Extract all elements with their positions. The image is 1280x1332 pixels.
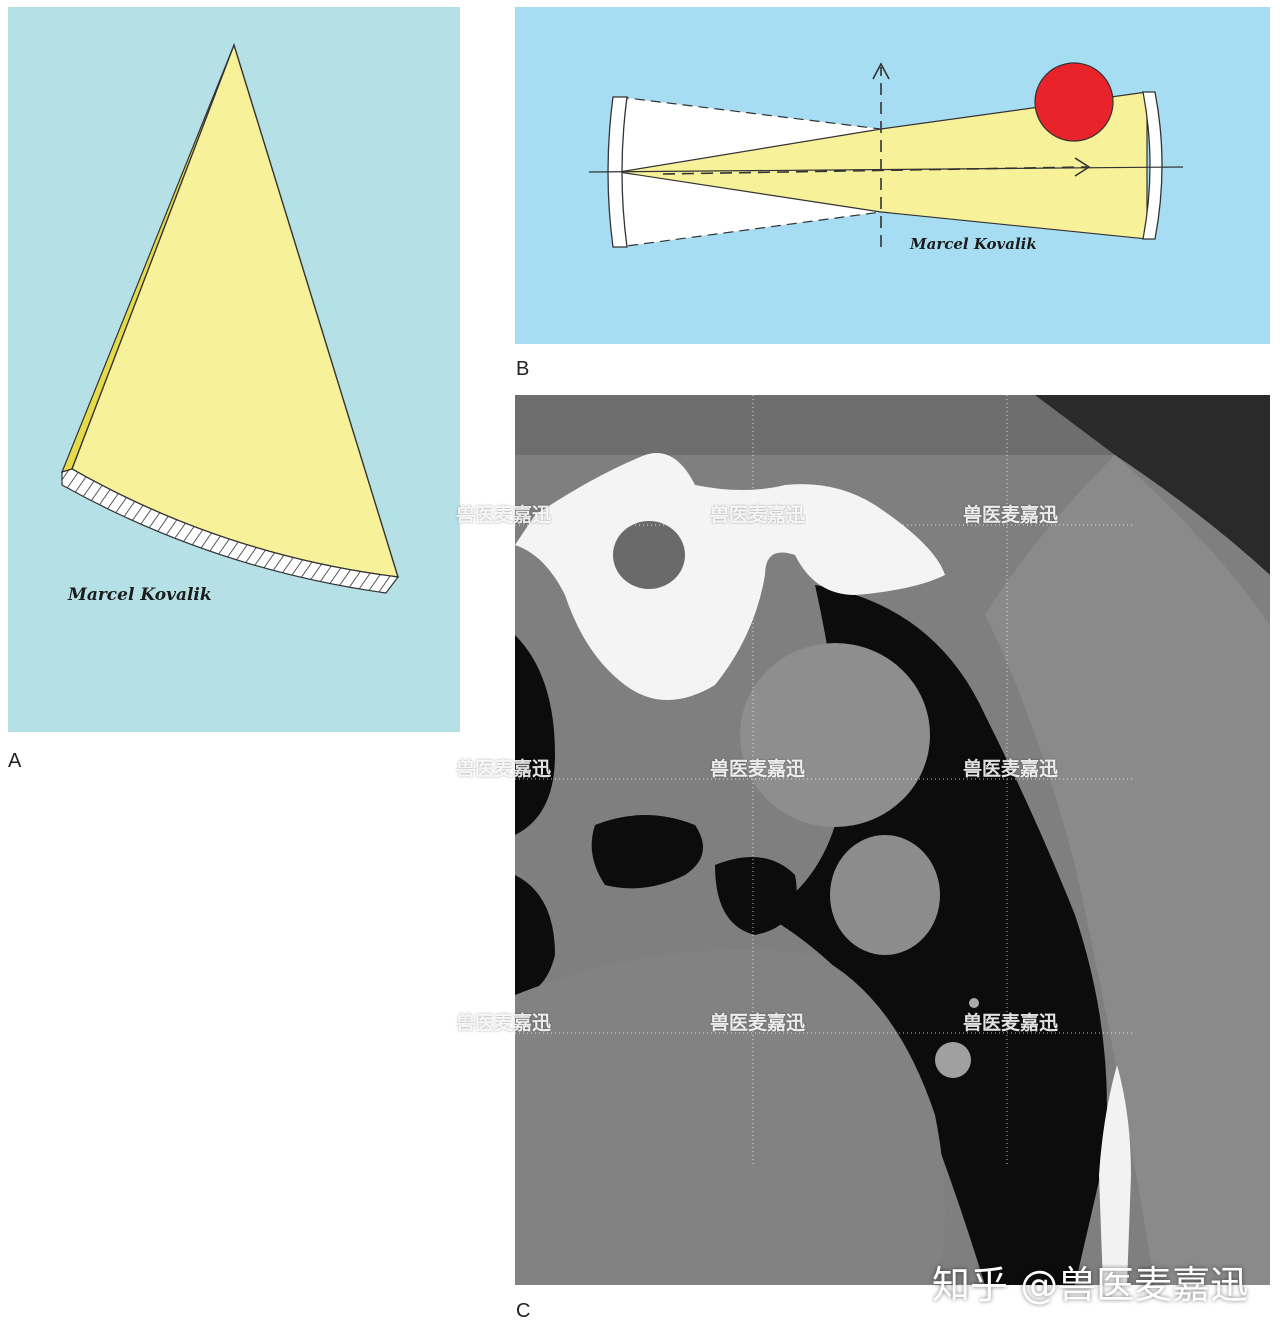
ct-small-vessel-2 bbox=[969, 998, 979, 1008]
focused-beam bbox=[618, 91, 1148, 240]
watermark-text: 兽医麦嘉迅 bbox=[710, 758, 806, 780]
panel-label-c: C bbox=[516, 1300, 531, 1322]
watermark-text: 兽医麦嘉迅 bbox=[963, 1012, 1059, 1034]
watermark-text: 兽医麦嘉迅 bbox=[963, 504, 1059, 526]
dashed-arrow-horizontal bbox=[662, 166, 1088, 175]
slice-thickness-drawing bbox=[588, 62, 1184, 248]
ct-round-structure bbox=[740, 643, 930, 827]
ct-dark-pocket-4 bbox=[715, 857, 797, 935]
ct-oval-structure bbox=[830, 835, 940, 955]
ct-dark-pocket-3 bbox=[515, 875, 555, 995]
ct-bone-foramen bbox=[613, 521, 685, 589]
arrowhead-up-icon bbox=[872, 62, 890, 80]
watermark-text: 兽医麦嘉迅 bbox=[456, 1012, 552, 1034]
ct-tissue-right bbox=[985, 455, 1270, 1285]
ct-image-drawing bbox=[515, 395, 1270, 1285]
arrowhead-right-icon bbox=[1074, 157, 1091, 177]
watermark-text: 兽医麦嘉迅 bbox=[963, 758, 1059, 780]
panel-label-a: A bbox=[8, 750, 22, 772]
panel-a-beam-sector-diagram: Marcel Kovalik bbox=[8, 7, 460, 732]
transducer-right bbox=[1142, 91, 1163, 240]
watermark-grid-lines bbox=[515, 395, 1135, 1165]
signature-panel-b: Marcel Kovalik bbox=[910, 235, 1037, 253]
ct-small-vessel-1 bbox=[935, 1042, 971, 1078]
panel-c-ct-image bbox=[515, 395, 1270, 1285]
ct-dark-strip-right bbox=[1035, 395, 1270, 575]
watermark-text: 兽医麦嘉迅 bbox=[710, 504, 806, 526]
panel-b-slice-thickness-diagram: Marcel Kovalik bbox=[515, 7, 1270, 344]
ct-bright-streak bbox=[1099, 1065, 1131, 1285]
ct-dark-pocket-2 bbox=[515, 635, 555, 835]
ct-dark-pocket-1 bbox=[591, 815, 703, 889]
signature-panel-a: Marcel Kovalik bbox=[68, 585, 212, 605]
watermark-text: 兽医麦嘉迅 bbox=[456, 758, 552, 780]
watermark-text: 兽医麦嘉迅 bbox=[710, 1012, 806, 1034]
panel-label-b: B bbox=[516, 358, 530, 380]
footer-watermark: 知乎 @兽医麦嘉迅 bbox=[932, 1263, 1249, 1307]
transducer-strip bbox=[61, 468, 400, 594]
ct-lower-tissue bbox=[515, 950, 945, 1285]
ct-bone bbox=[515, 453, 945, 700]
beam-sector-drawing bbox=[60, 42, 400, 594]
target-circle bbox=[1034, 62, 1114, 142]
watermark-text: 兽医麦嘉迅 bbox=[456, 504, 552, 526]
